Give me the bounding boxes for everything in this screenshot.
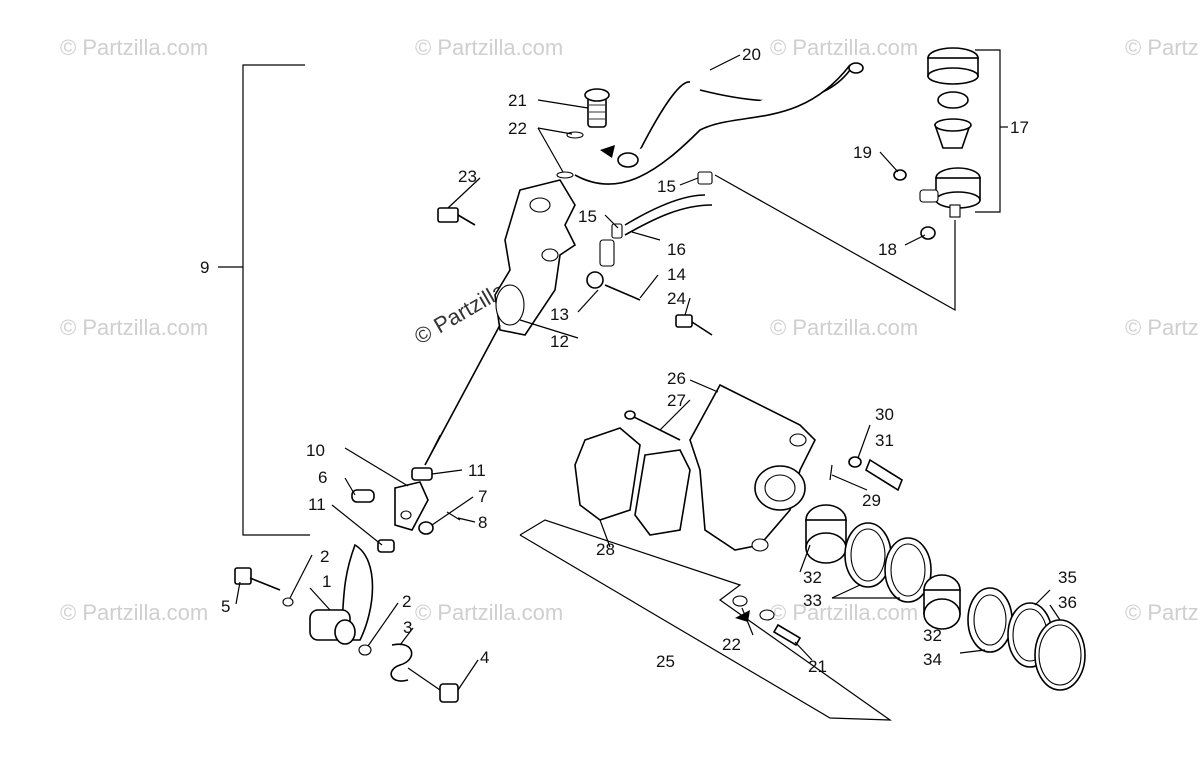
callout-12: 12	[550, 332, 569, 351]
brake-lever-linkage	[234, 467, 461, 703]
callout-10: 10	[306, 441, 325, 460]
hose-clamp	[611, 223, 623, 239]
watermark: © Partzilla.com	[770, 600, 918, 625]
callout-25: 25	[656, 652, 675, 671]
watermark: © Partzilla.com	[60, 600, 208, 625]
callout-1: 1	[322, 572, 331, 591]
callout-32: 32	[803, 568, 822, 587]
push-rod	[424, 324, 501, 466]
callout-3: 3	[403, 618, 412, 637]
callout-9: 9	[200, 258, 209, 277]
reservoir-hose	[599, 171, 713, 267]
watermark: © Partzilla.com	[1125, 35, 1200, 60]
callout-33: 33	[803, 591, 822, 610]
callout-24: 24	[667, 289, 686, 308]
callout-14: 14	[667, 265, 686, 284]
lower-banjo-bolt	[732, 595, 802, 647]
watermark: © Partzilla.com	[1125, 600, 1200, 625]
caliper-pistons-seals	[805, 504, 1086, 691]
callout-21: 21	[508, 91, 527, 110]
callout-8: 8	[478, 513, 487, 532]
callout-2: 2	[320, 547, 329, 566]
callout-6: 6	[318, 468, 327, 487]
callout-15: 15	[657, 177, 676, 196]
callout-2: 2	[402, 592, 411, 611]
callout-16: 16	[667, 240, 686, 259]
leader-lines	[235, 54, 1061, 691]
callout-15: 15	[578, 207, 597, 226]
callout-4: 4	[480, 648, 489, 667]
hose-routing-line	[714, 174, 956, 312]
callout-11: 11	[468, 461, 486, 480]
callout-22: 22	[722, 635, 741, 654]
callout-20: 20	[742, 45, 761, 64]
callout-27: 27	[667, 391, 686, 410]
callout-30: 30	[875, 405, 894, 424]
bracket-9	[242, 64, 310, 536]
callout-21: 21	[808, 657, 827, 676]
callout-36: 36	[1058, 593, 1077, 612]
callout-labels: 1 2 2 3 4 5 6 7 8 9 10 11 11 12 13 14 15…	[200, 45, 1077, 676]
callout-28: 28	[596, 540, 615, 559]
callout-31: 31	[875, 431, 894, 450]
callout-23: 23	[458, 167, 477, 186]
callout-13: 13	[550, 305, 569, 324]
group-brackets	[218, 49, 1008, 721]
callout-34: 34	[923, 650, 942, 669]
callout-7: 7	[478, 487, 487, 506]
callout-18: 18	[878, 240, 897, 259]
callout-35: 35	[1058, 568, 1077, 587]
bracket-17	[975, 49, 1001, 213]
watermark: © Partzilla.com	[770, 315, 918, 340]
callout-29: 29	[862, 491, 881, 510]
banjo-bolt	[556, 88, 610, 179]
callout-11: 11	[308, 495, 326, 514]
fluid-reservoir	[893, 47, 981, 240]
callout-22: 22	[508, 119, 527, 138]
callout-32: 32	[923, 626, 942, 645]
watermark: © Partzilla.com	[415, 600, 563, 625]
brake-caliper	[574, 383, 903, 552]
watermark: © Partzilla.com	[60, 35, 208, 60]
watermark: © Partzilla.com	[60, 315, 208, 340]
callout-5: 5	[221, 597, 230, 616]
hose-fitting	[599, 239, 615, 267]
callout-17: 17	[1010, 118, 1029, 137]
hose-clamp	[697, 171, 713, 185]
master-cylinder-body	[424, 179, 577, 466]
bracket-25	[519, 519, 892, 721]
watermark: © Partzilla.com	[1125, 315, 1200, 340]
watermark: © Partzilla.com	[415, 35, 563, 60]
watermark: © Partzilla.com	[770, 35, 918, 60]
brake-hose	[574, 62, 864, 185]
fasteners	[437, 207, 713, 336]
arrow-indicator	[600, 145, 615, 158]
watermark-layer: © Partzilla.com © Partzilla.com © Partzi…	[60, 35, 1200, 625]
callout-26: 26	[667, 369, 686, 388]
callout-19: 19	[853, 143, 872, 162]
